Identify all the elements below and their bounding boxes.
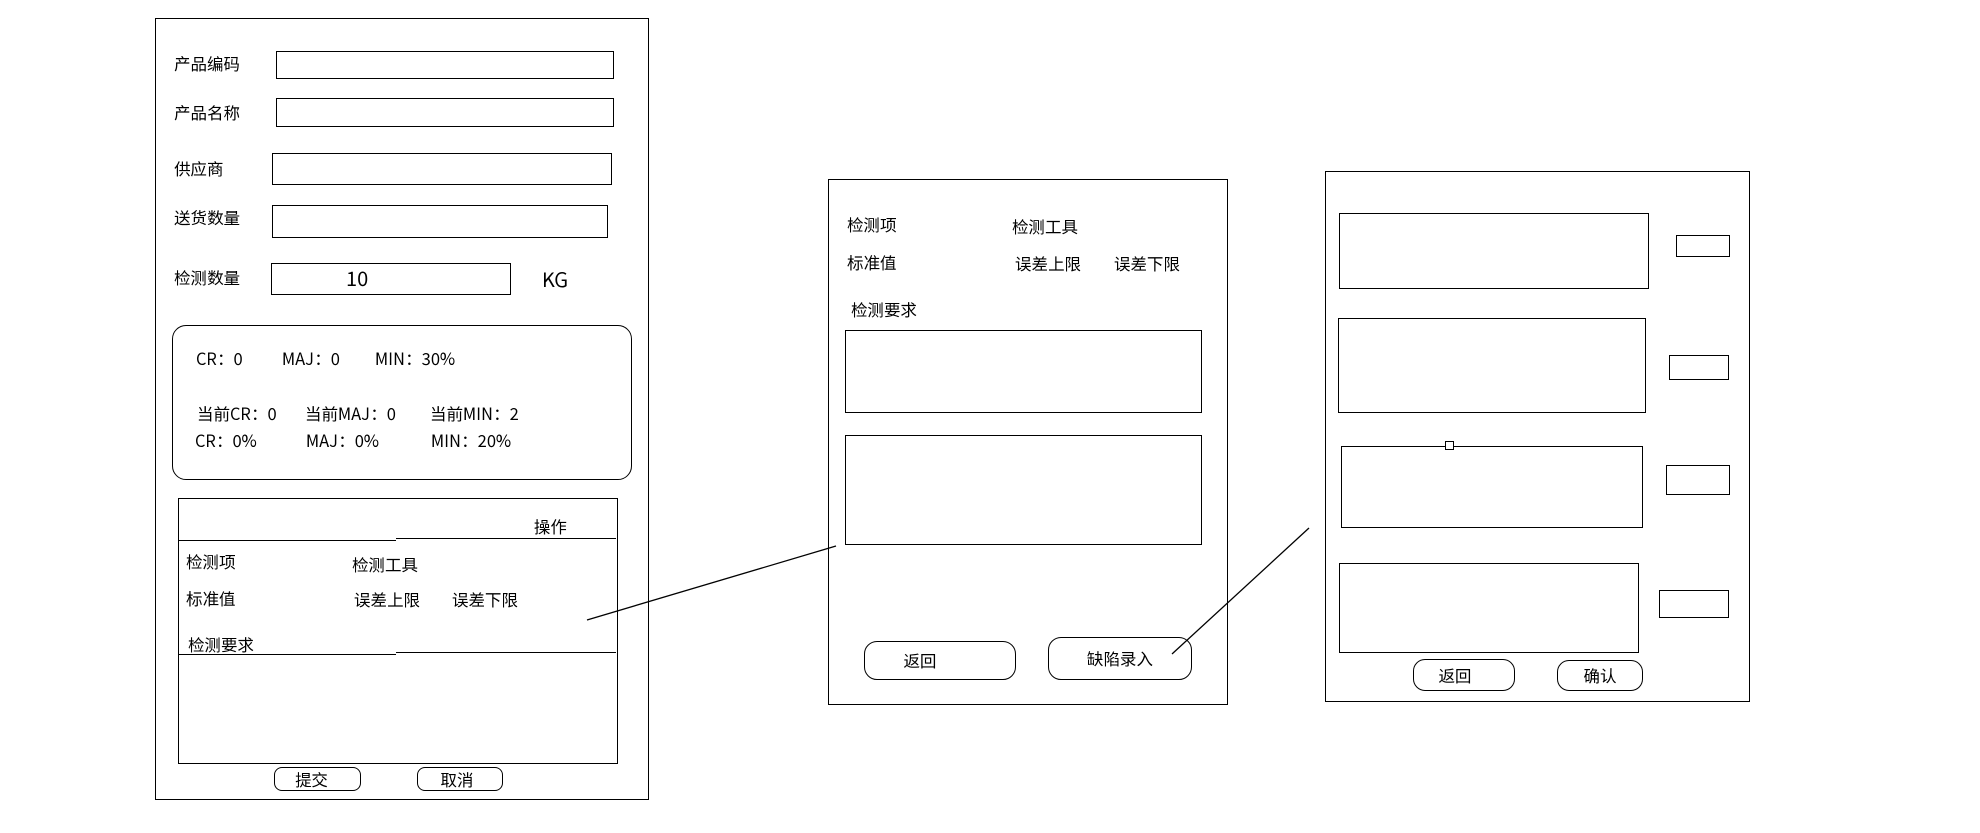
product-code-label: 产品编码 (174, 50, 240, 75)
detail-inspection-item-label: 检测项 (847, 211, 897, 236)
defect-side-box-4[interactable] (1659, 590, 1729, 618)
detail-inspection-tool-label: 检测工具 (1012, 213, 1078, 238)
table-header-divider-left (178, 539, 396, 541)
submit-button-label: 提交 (295, 766, 328, 791)
inspection-quantity-unit: KG (542, 264, 569, 293)
error-upper-limit-label: 误差上限 (354, 586, 420, 611)
detail-back-button[interactable]: 返回 (864, 641, 1016, 680)
defect-entry-button[interactable]: 缺陷录入 (1048, 637, 1192, 680)
requirement-text-box[interactable] (845, 330, 1202, 413)
inspection-quantity-input[interactable] (271, 263, 511, 295)
defect-input-box-2[interactable] (1338, 318, 1646, 413)
delivery-quantity-input[interactable] (272, 205, 608, 238)
defect-input-box-3[interactable] (1341, 446, 1643, 528)
detail-error-upper-limit-label: 误差上限 (1015, 250, 1081, 275)
stat-current-maj: 当前MAJ：0 (305, 400, 396, 425)
error-lower-limit-label: 误差下限 (452, 586, 518, 611)
table-header-divider-right (396, 538, 616, 540)
defect-side-box-3[interactable] (1666, 465, 1730, 495)
inspection-requirement-label: 检测要求 (188, 631, 254, 656)
inspection-items-table (178, 498, 618, 764)
inspection-tool-label: 检测工具 (352, 551, 418, 576)
action-column-header: 操作 (534, 513, 567, 538)
detail-inspection-requirement-label: 检测要求 (851, 296, 917, 321)
cancel-button-label: 取消 (440, 766, 474, 791)
stat-maj-percent: MAJ：0% (306, 427, 380, 452)
delivery-quantity-label: 送货数量 (174, 204, 240, 229)
defect-back-button[interactable]: 返回 (1413, 659, 1515, 691)
result-text-box[interactable] (845, 435, 1202, 545)
defect-side-box-2[interactable] (1669, 355, 1729, 380)
stat-current-cr: 当前CR：0 (197, 400, 277, 425)
defect-entry-button-label: 缺陷录入 (1087, 646, 1153, 671)
stat-current-min: 当前MIN：2 (430, 400, 519, 425)
defect-input-box-4[interactable] (1339, 563, 1639, 653)
stat-maj: MAJ：0 (282, 345, 340, 370)
confirm-button[interactable]: 确认 (1557, 660, 1643, 691)
product-name-input[interactable] (276, 98, 614, 127)
confirm-button-label: 确认 (1583, 663, 1617, 688)
defect-side-box-1[interactable] (1676, 235, 1730, 257)
cancel-button[interactable]: 取消 (417, 767, 503, 791)
detail-error-lower-limit-label: 误差下限 (1114, 250, 1180, 275)
defect-back-button-label: 返回 (1438, 662, 1472, 687)
supplier-label: 供应商 (174, 155, 224, 180)
table-row-divider-right (396, 652, 616, 654)
defect-stats-box (172, 325, 632, 480)
standard-value-label: 标准值 (186, 585, 236, 610)
stat-cr: CR：0 (196, 345, 243, 370)
detail-back-button-label: 返回 (903, 648, 937, 673)
stat-min: MIN：30% (375, 345, 456, 370)
table-row-divider-left (179, 654, 396, 656)
selection-handle (1445, 441, 1454, 450)
stat-min-percent: MIN：20% (431, 427, 512, 452)
submit-button[interactable]: 提交 (274, 767, 361, 791)
stat-cr-percent: CR：0% (195, 427, 257, 452)
inspection-quantity-label: 检测数量 (174, 264, 240, 289)
inspection-quantity-value: 10 (346, 263, 369, 292)
detail-standard-value-label: 标准值 (847, 249, 897, 274)
defect-input-box-1[interactable] (1339, 213, 1649, 289)
product-name-label: 产品名称 (174, 99, 240, 124)
inspection-item-label: 检测项 (186, 548, 236, 573)
supplier-input[interactable] (272, 153, 612, 185)
product-code-input[interactable] (276, 51, 614, 79)
